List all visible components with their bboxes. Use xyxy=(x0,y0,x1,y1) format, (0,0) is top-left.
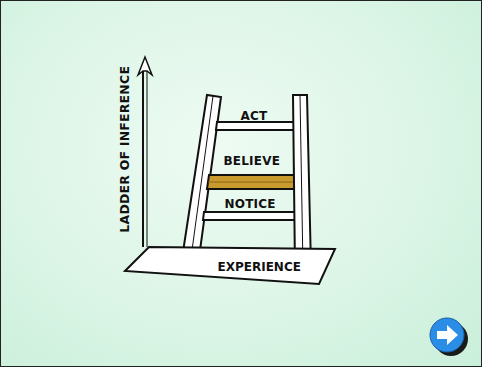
highlighted-rung xyxy=(207,175,295,189)
platform-shape xyxy=(125,247,335,284)
rung-edge xyxy=(208,182,295,183)
next-button xyxy=(430,318,464,352)
arrow-head xyxy=(138,57,152,75)
rail-edge xyxy=(300,95,303,268)
platform-label: EXPERIENCE xyxy=(218,261,301,273)
next-arrow xyxy=(437,325,458,345)
axis-label: LADDER OF INFERENCE xyxy=(119,65,132,232)
inference-arrow-edge xyxy=(147,67,148,247)
rung-label: BELIEVE xyxy=(224,155,281,167)
rung-label: NOTICE xyxy=(225,198,276,210)
rung-label: ACT xyxy=(241,110,268,122)
base-platform: EXPERIENCE xyxy=(123,245,337,287)
ladder-rail xyxy=(293,95,311,269)
ladder-rung xyxy=(216,122,294,130)
inference-arrow xyxy=(142,65,144,247)
ladder-rung xyxy=(203,212,295,220)
